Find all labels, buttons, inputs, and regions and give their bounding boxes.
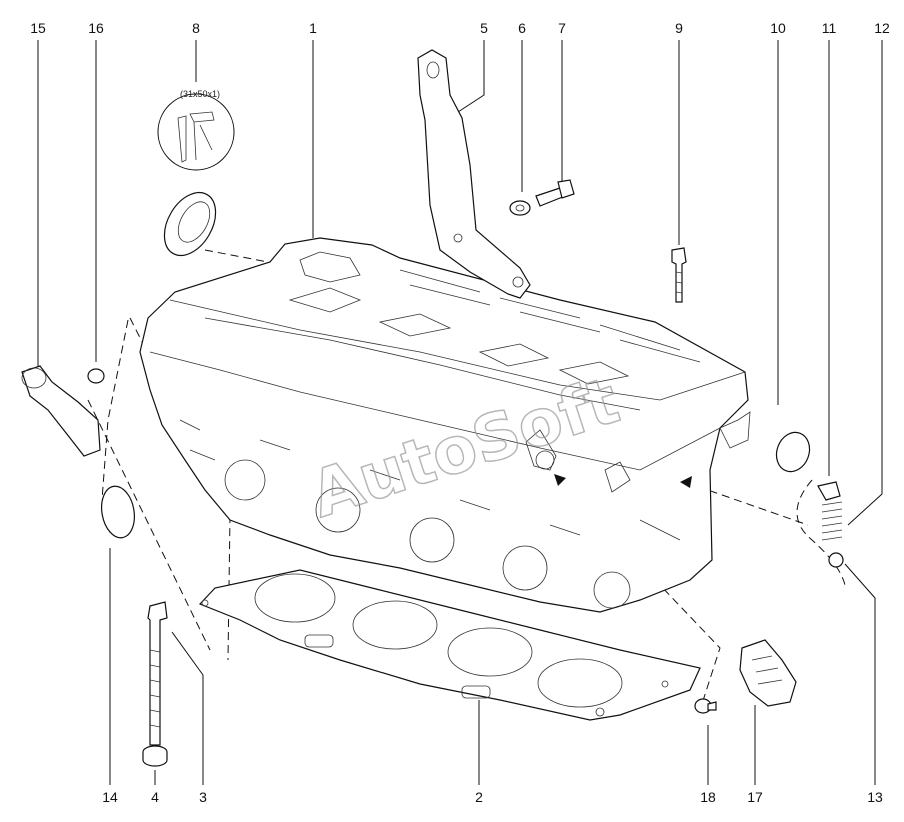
lifting-bracket xyxy=(417,49,531,299)
callout-6: 6 xyxy=(518,20,526,36)
head-bolt xyxy=(147,601,168,746)
sensor-bolt xyxy=(694,698,717,714)
callout-16: 16 xyxy=(88,20,104,36)
check-valve-ball xyxy=(828,552,844,568)
callout-15: 15 xyxy=(30,20,46,36)
callout-2: 2 xyxy=(475,789,483,805)
sensor-bracket xyxy=(739,639,797,707)
check-valve-plug xyxy=(817,481,841,501)
bolt-washer xyxy=(142,745,168,767)
callout-11: 11 xyxy=(822,20,837,36)
direction-arrows xyxy=(554,474,692,488)
callout-7: 7 xyxy=(558,20,566,36)
bracket-bolt xyxy=(535,179,575,207)
callout-17: 17 xyxy=(747,789,763,805)
side-plug xyxy=(101,485,135,539)
bracket-washer xyxy=(509,200,531,216)
tool-spec-label: (31x50x1) xyxy=(180,89,220,99)
callout-14: 14 xyxy=(102,789,118,805)
callout-9: 9 xyxy=(675,20,683,36)
check-valve-spring xyxy=(821,501,843,541)
head-gasket xyxy=(198,569,701,721)
camshaft-oil-seal xyxy=(163,191,217,257)
callout-13: 13 xyxy=(867,789,883,805)
fitting-washer xyxy=(87,368,105,384)
tool-inset: (31x50x1) xyxy=(157,89,235,171)
callout-10: 10 xyxy=(770,20,786,36)
head-small-bolt xyxy=(671,247,687,303)
leader-lines xyxy=(37,40,883,785)
callout-18: 18 xyxy=(700,789,716,805)
callout-1: 1 xyxy=(309,20,317,36)
expansion-plug xyxy=(775,431,811,473)
callout-8: 8 xyxy=(192,20,200,36)
callout-4: 4 xyxy=(151,789,159,805)
cylinder-head xyxy=(139,237,751,613)
callout-3: 3 xyxy=(199,789,207,805)
callout-12: 12 xyxy=(874,20,890,36)
callout-5: 5 xyxy=(480,20,488,36)
sensor-fitting xyxy=(21,365,101,457)
